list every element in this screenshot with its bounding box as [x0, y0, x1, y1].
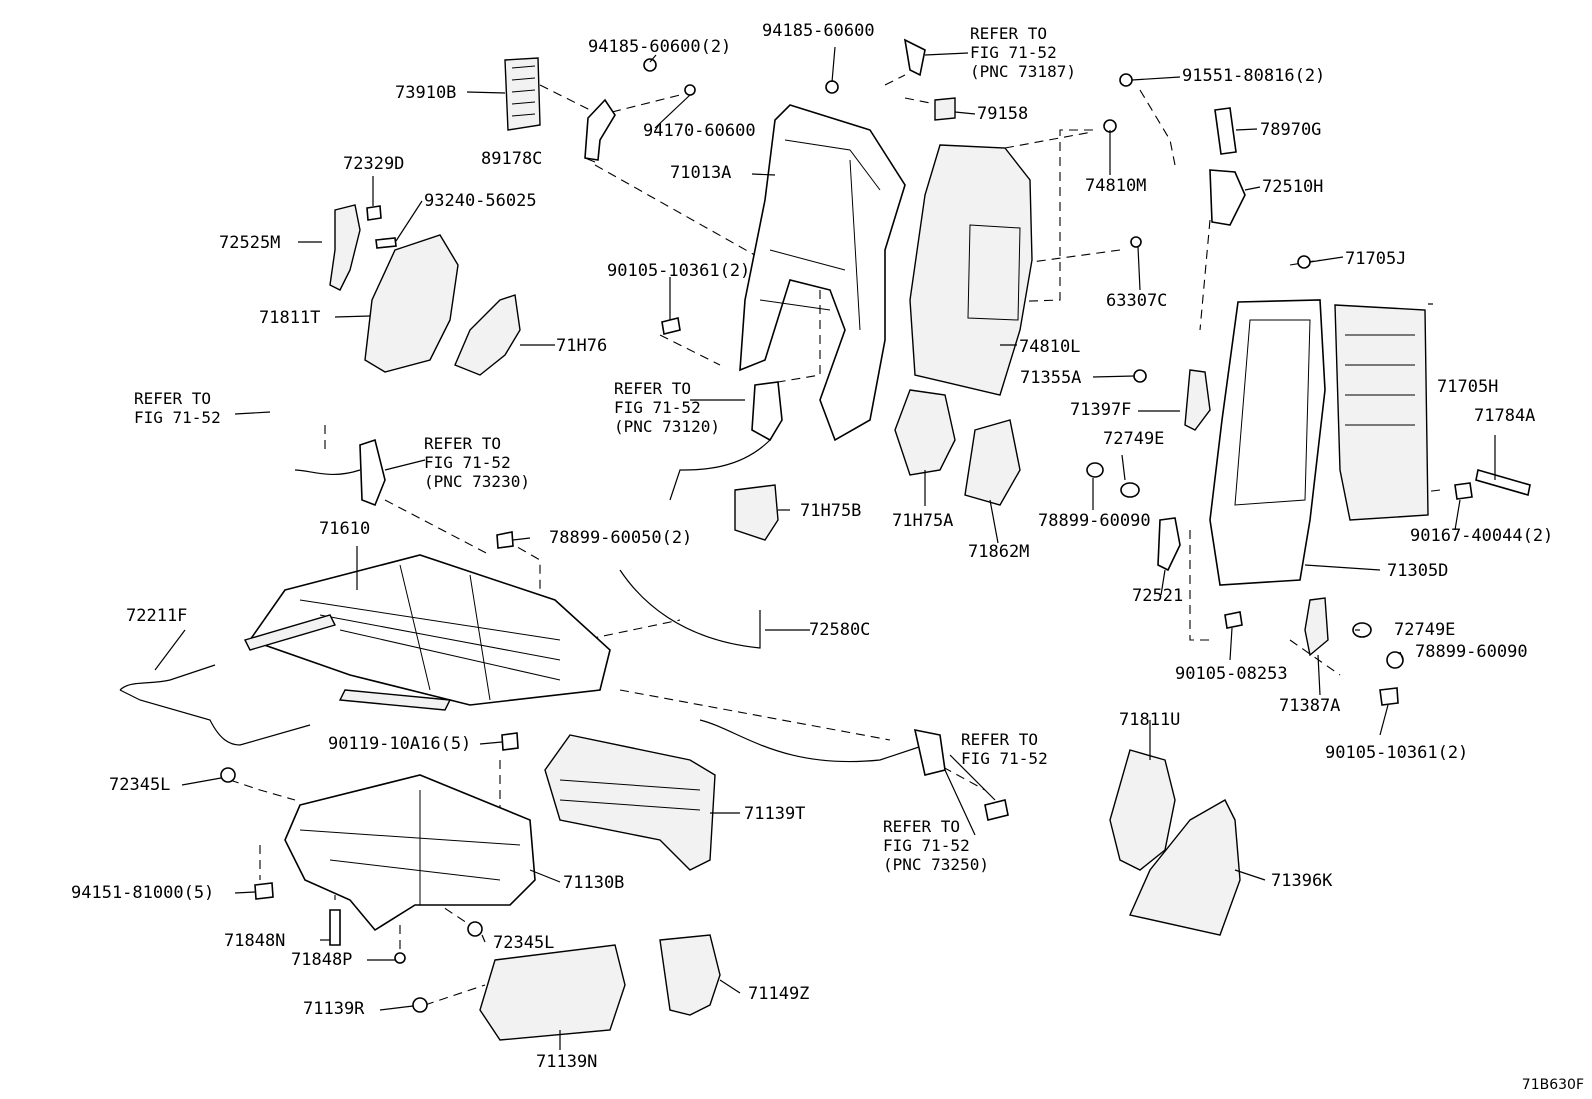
- callout-71811T: 71811T: [259, 308, 321, 328]
- callout-72521: 72521: [1132, 586, 1184, 606]
- callout-90105-10361-2-lower: 90105-10361(2): [1325, 743, 1469, 763]
- callout-72345L-lower: 72345L: [493, 933, 555, 953]
- callout-89178C: 89178C: [481, 149, 543, 169]
- callout-71862M: 71862M: [968, 542, 1030, 562]
- callout-refer-fig-lower-right: REFER TO FIG 71-52: [961, 730, 1048, 768]
- callout-71H75A: 71H75A: [892, 511, 954, 531]
- callout-73910B: 73910B: [395, 83, 457, 103]
- callout-94185-60600: 94185-60600: [762, 21, 875, 41]
- callout-refer-pnc-73187: REFER TO FIG 71-52 (PNC 73187): [970, 24, 1076, 81]
- callout-refer-fig-upper-left: REFER TO FIG 71-52: [134, 389, 221, 427]
- callout-74810M: 74810M: [1085, 176, 1147, 196]
- callout-78899-60050-2: 78899-60050(2): [549, 528, 693, 548]
- callout-71848P: 71848P: [291, 950, 353, 970]
- callout-90167-40044-2: 90167-40044(2): [1410, 526, 1554, 546]
- callout-72580C: 72580C: [809, 620, 871, 640]
- callout-71784A: 71784A: [1474, 406, 1536, 426]
- callout-94151-81000-5: 94151-81000(5): [71, 883, 215, 903]
- callout-71139T: 71139T: [744, 804, 806, 824]
- leader-lines: [154, 46, 1496, 1050]
- callout-78899-60090-lower: 78899-60090: [1415, 642, 1528, 662]
- callout-72525M: 72525M: [219, 233, 281, 253]
- callout-refer-pnc-73250: REFER TO FIG 71-52 (PNC 73250): [883, 817, 989, 874]
- callout-94170-60600: 94170-60600: [643, 121, 756, 141]
- callout-78970G: 78970G: [1260, 120, 1322, 140]
- callout-71355A: 71355A: [1020, 368, 1082, 388]
- callout-71387A: 71387A: [1279, 696, 1341, 716]
- callout-71H75B: 71H75B: [800, 501, 862, 521]
- callout-93240-56025: 93240-56025: [424, 191, 537, 211]
- callout-71610: 71610: [319, 519, 371, 539]
- callout-71396K: 71396K: [1271, 871, 1333, 891]
- callout-71013A: 71013A: [670, 163, 732, 183]
- callout-71130B: 71130B: [563, 873, 625, 893]
- part-drawings: [119, 38, 1531, 1041]
- callout-74810L: 74810L: [1019, 337, 1081, 357]
- callout-72749E-upper: 72749E: [1103, 429, 1165, 449]
- callout-71139N: 71139N: [536, 1052, 598, 1072]
- callout-72345L-upper: 72345L: [109, 775, 171, 795]
- callout-71811U: 71811U: [1119, 710, 1181, 730]
- callout-79158: 79158: [977, 104, 1029, 124]
- callout-90119-10A16-5: 90119-10A16(5): [328, 734, 472, 754]
- callout-72749E-lower: 72749E: [1394, 620, 1456, 640]
- callout-71848N: 71848N: [224, 931, 286, 951]
- callout-72510H: 72510H: [1262, 177, 1324, 197]
- callout-72329D: 72329D: [343, 154, 405, 174]
- callout-71397F: 71397F: [1070, 400, 1132, 420]
- callout-90105-08253: 90105-08253: [1175, 664, 1288, 684]
- callout-94185-60600-2: 94185-60600(2): [588, 37, 732, 57]
- callout-71139R: 71139R: [303, 999, 365, 1019]
- callout-63307C: 63307C: [1106, 291, 1168, 311]
- callout-refer-pnc-73120: REFER TO FIG 71-52 (PNC 73120): [614, 379, 720, 436]
- callout-71705J: 71705J: [1345, 249, 1407, 269]
- callout-90105-10361-2-upper: 90105-10361(2): [607, 261, 751, 281]
- callout-78899-60090-upper: 78899-60090: [1038, 511, 1151, 531]
- diagram-code: 71B630F: [1521, 1077, 1584, 1093]
- callout-refer-pnc-73230: REFER TO FIG 71-52 (PNC 73230): [424, 434, 530, 491]
- callout-91551-80816-2: 91551-80816(2): [1182, 66, 1326, 86]
- callout-72211F: 72211F: [126, 606, 188, 626]
- callout-71H76: 71H76: [556, 336, 608, 356]
- callout-71305D: 71305D: [1387, 561, 1449, 581]
- callout-71149Z: 71149Z: [748, 984, 810, 1004]
- callout-71705H: 71705H: [1437, 377, 1499, 397]
